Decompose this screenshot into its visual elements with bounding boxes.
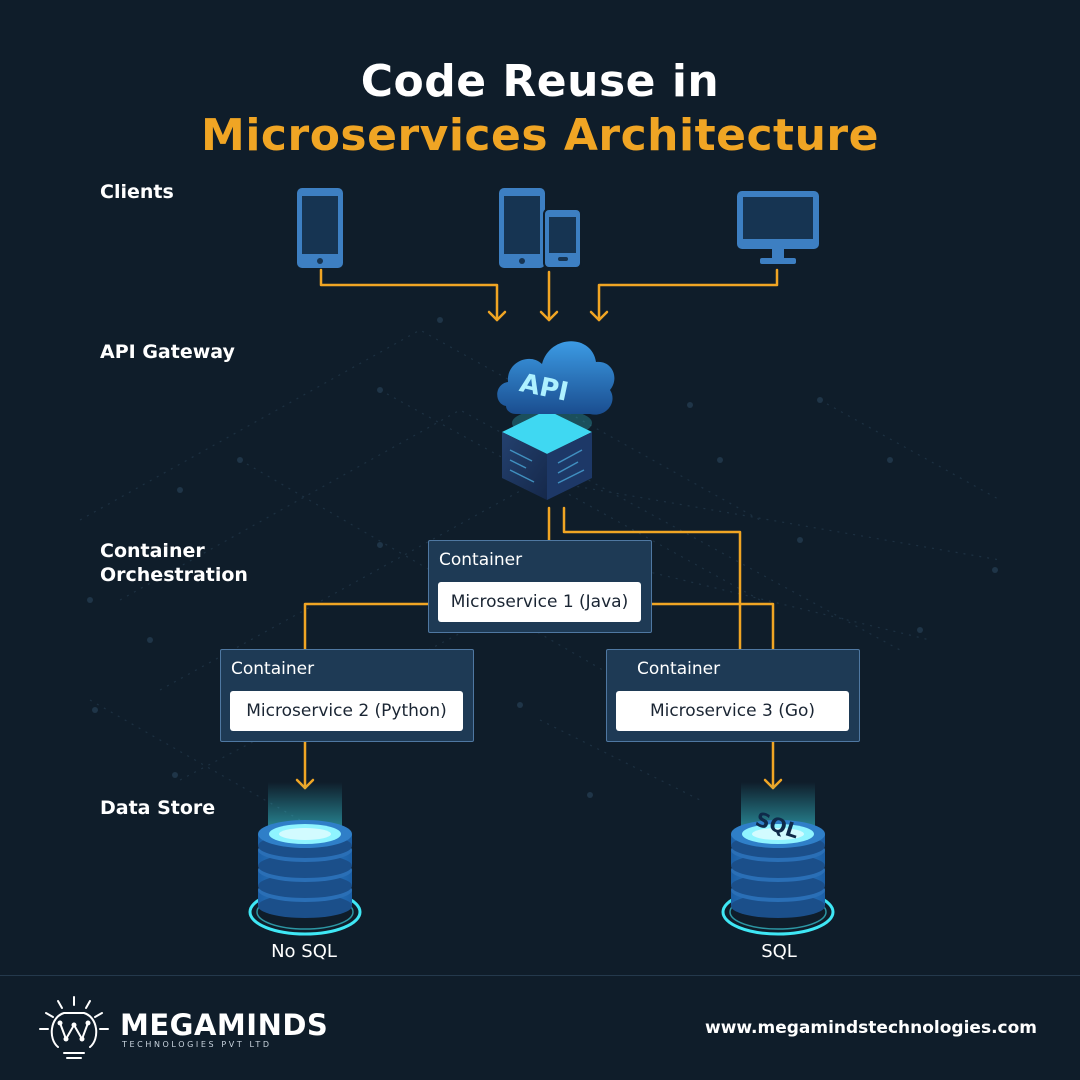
- container-2: Container Microservice 2 (Python): [220, 649, 474, 742]
- row-label-clients: Clients: [100, 181, 174, 203]
- row-label-container-orchestration-1: Container: [100, 540, 205, 562]
- microservice-1-box: Microservice 1 (Java): [438, 582, 641, 622]
- database-sql-label: SQL: [761, 941, 797, 962]
- title-line-1: Code Reuse in: [360, 56, 720, 107]
- container-1: Container Microservice 1 (Java): [428, 540, 652, 633]
- container-1-label: Container: [439, 550, 523, 570]
- microservice-2-box: Microservice 2 (Python): [230, 691, 463, 731]
- megaminds-logo-icon: [39, 996, 109, 1059]
- container-2-label: Container: [231, 659, 315, 679]
- brand-subtitle: TECHNOLOGIES PVT LTD: [122, 1040, 272, 1049]
- sql-database-icon: SQL: [721, 782, 835, 936]
- monitor-icon: [737, 191, 819, 264]
- database-nosql-label: No SQL: [271, 941, 337, 962]
- container-3: Container Microservice 3 (Go): [606, 649, 860, 742]
- api-cloud-icon: API: [497, 341, 615, 500]
- row-label-data-store: Data Store: [100, 797, 216, 819]
- title-line-2: Microservices Architecture: [201, 110, 879, 161]
- phone-tablet-icon: [499, 188, 582, 269]
- phone-icon: [297, 188, 343, 268]
- footer-divider: [0, 975, 1080, 976]
- container-3-label: Container: [637, 659, 721, 679]
- microservice-3-box: Microservice 3 (Go): [616, 691, 849, 731]
- row-label-api-gateway: API Gateway: [100, 341, 235, 363]
- database-icon: [248, 782, 362, 936]
- brand-name: MEGAMINDS: [120, 1008, 329, 1042]
- row-label-container-orchestration-2: Orchestration: [100, 564, 248, 586]
- website-link[interactable]: www.megamindstechnologies.com: [705, 1018, 1037, 1038]
